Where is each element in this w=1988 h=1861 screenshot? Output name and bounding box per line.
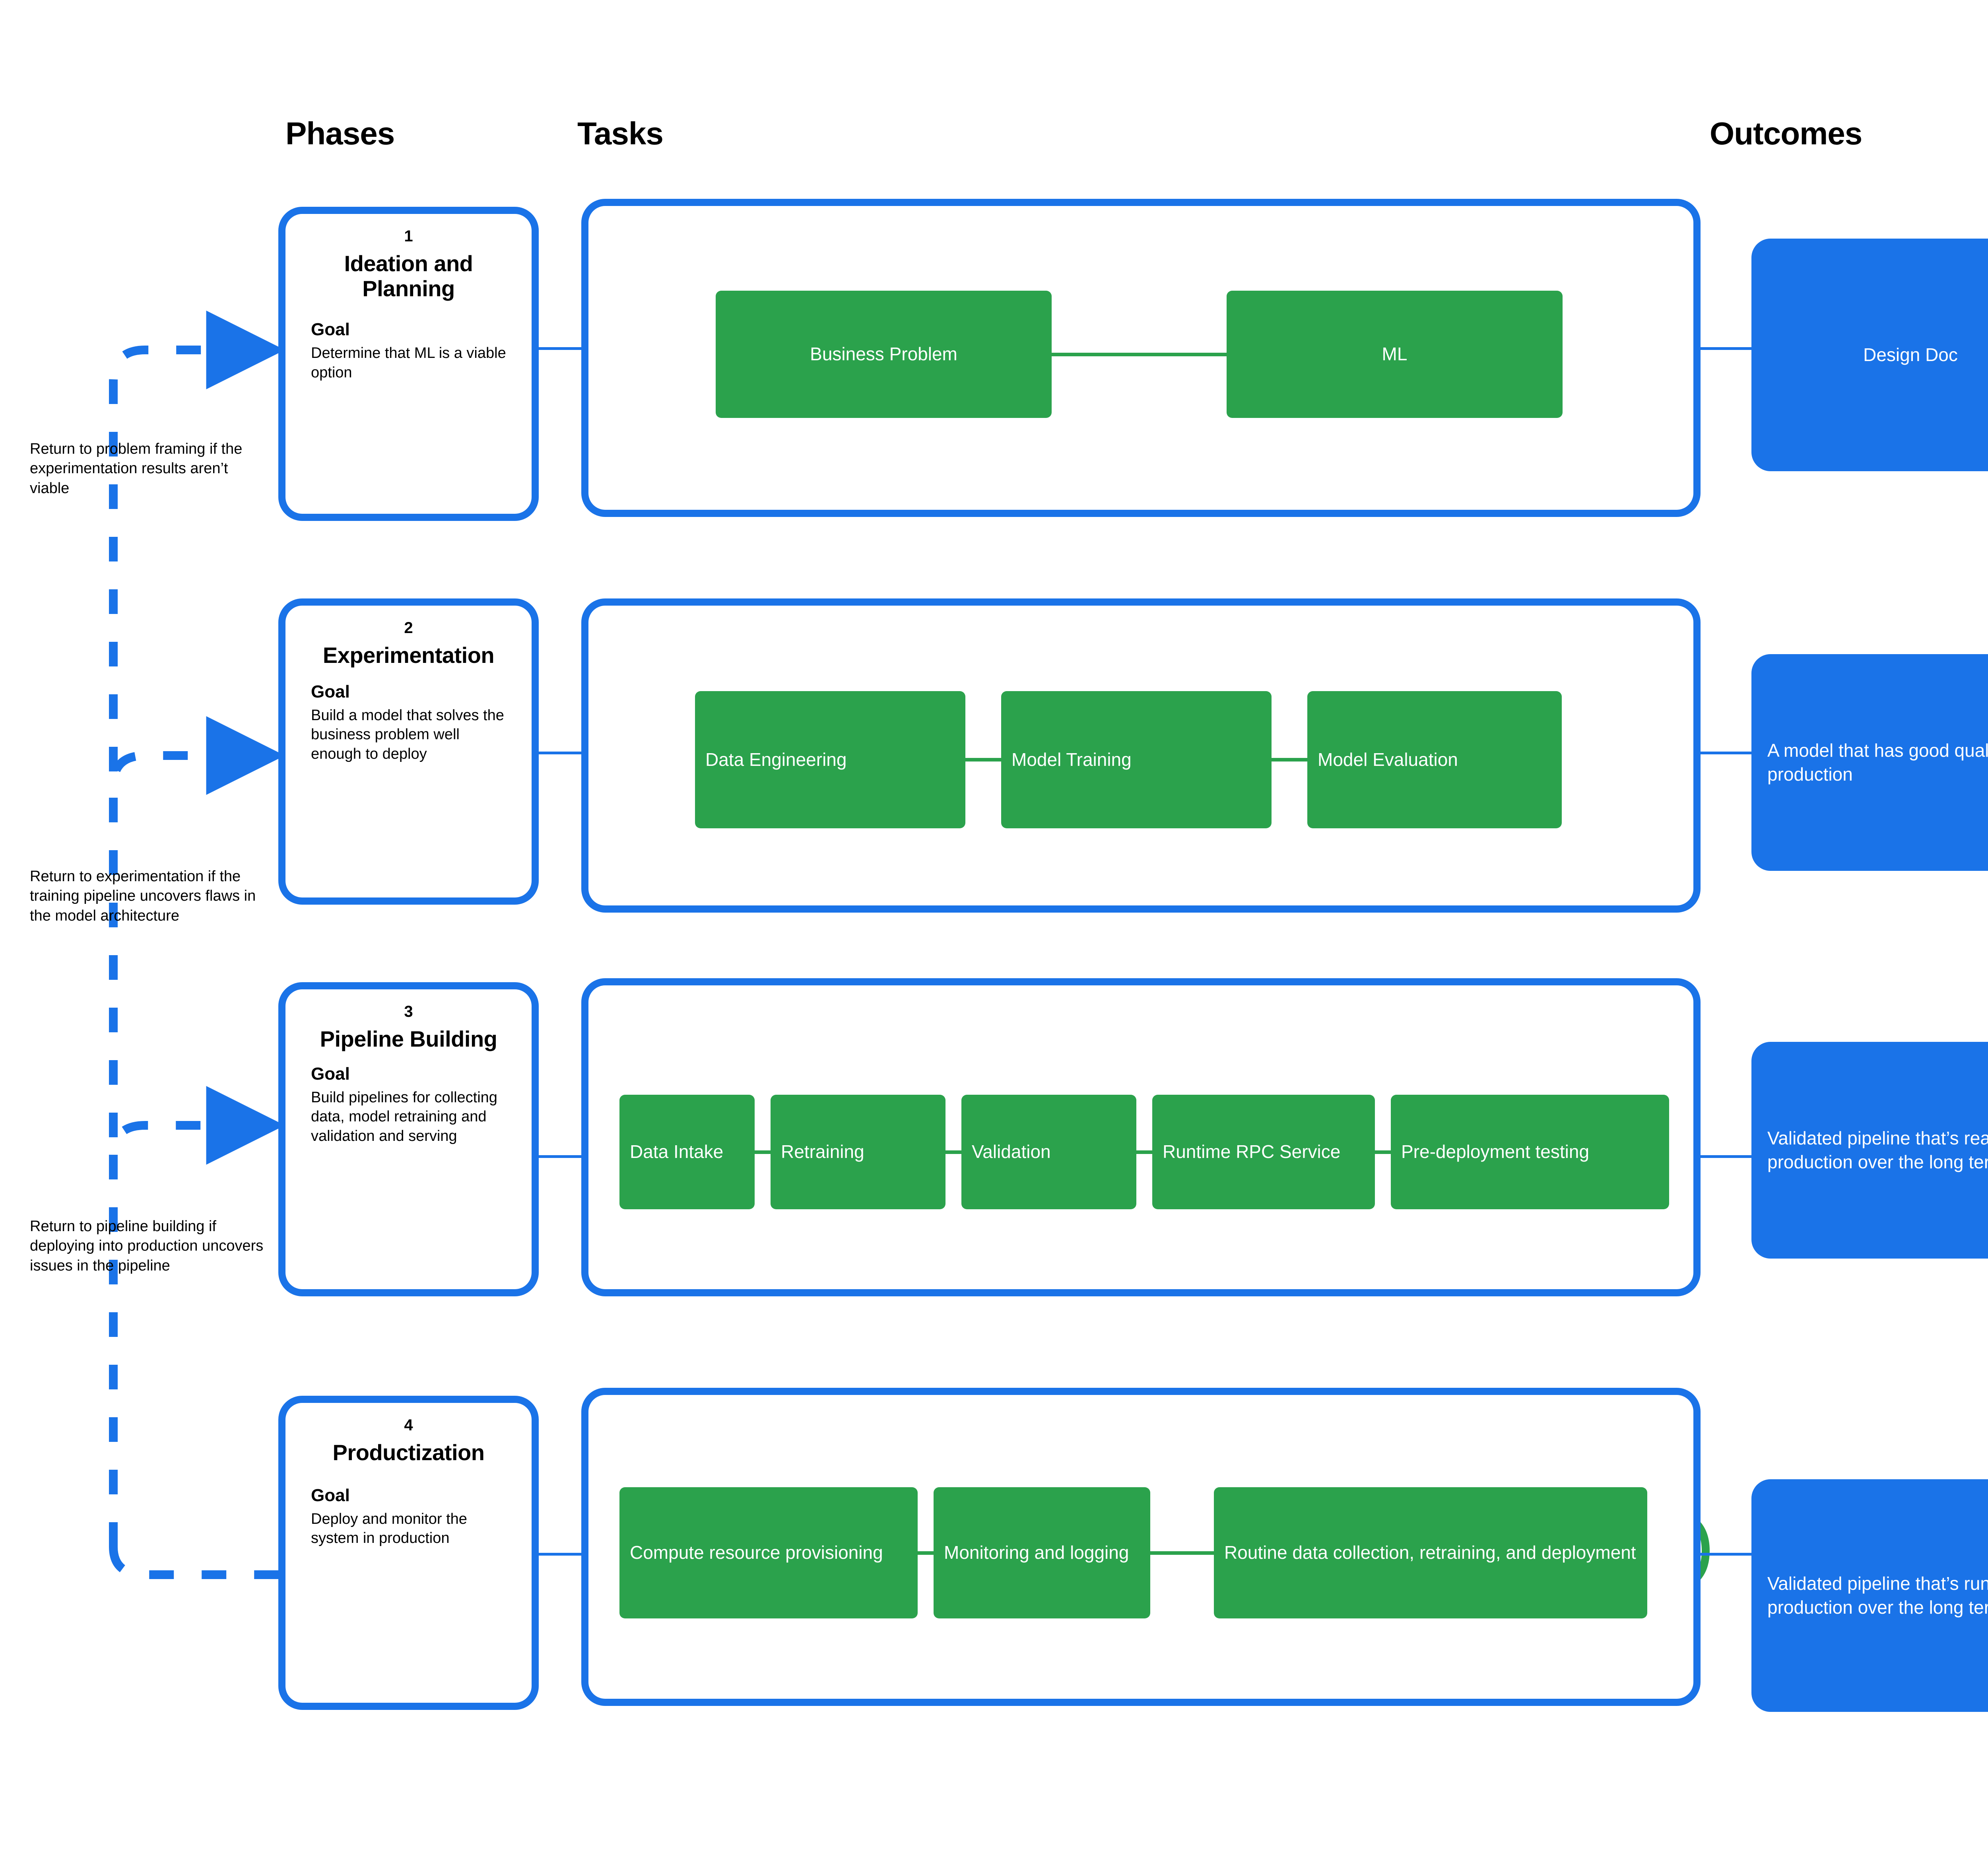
goal-text-3: Build pipelines for collecting data, mod… [311, 1089, 497, 1144]
goal-text-2: Build a model that solves the business p… [311, 707, 504, 762]
connector-tasks1-to-outcome1 [1700, 347, 1751, 350]
phase-card-4[interactable]: 4 Productization Goal Deploy and monitor… [278, 1396, 539, 1710]
task-connector-3a [755, 1150, 771, 1154]
outcome-box-1[interactable]: Design Doc [1751, 239, 1988, 471]
task-box-retraining[interactable]: Retraining [771, 1095, 945, 1209]
connector-tasks2-to-outcome2 [1700, 752, 1751, 754]
task-box-data-intake[interactable]: Data Intake [619, 1095, 755, 1209]
task-connector-2a [965, 758, 1001, 761]
task-connector-3b [945, 1150, 961, 1154]
task-box-model-training[interactable]: Model Training [1001, 691, 1272, 828]
goal-label-2: Goal [311, 682, 350, 701]
feedback-arrow-to-phase-3 [109, 1086, 285, 1547]
connector-tasks3-to-outcome3 [1700, 1155, 1751, 1158]
phase-card-2[interactable]: 2 Experimentation Goal Build a model tha… [278, 598, 539, 905]
task-connector-4b [1150, 1551, 1214, 1555]
tasks-panel-2: Data Engineering Model Training Model Ev… [581, 598, 1701, 913]
task-box-monitoring-and-logging[interactable]: Monitoring and logging [934, 1487, 1150, 1618]
outcome-box-4[interactable]: Validated pipeline that’s running in pro… [1751, 1479, 1988, 1712]
task-row-2: Data Engineering Model Training Model Ev… [695, 691, 1562, 828]
phase-goal-2: Goal Build a model that solves the busin… [301, 682, 516, 764]
outcome-box-2[interactable]: A model that has good quality for produc… [1751, 654, 1988, 871]
feedback-note-2: Return to experimentation if the trainin… [30, 868, 256, 924]
feedback-arrow-to-phase-2 [109, 716, 285, 1137]
column-header-tasks: Tasks [577, 116, 664, 151]
phase-title-1: Ideation and Planning [344, 251, 473, 301]
phase-number-2: 2 [404, 619, 413, 637]
phase-number-1: 1 [404, 227, 413, 245]
feedback-note-3: Return to pipeline building if deploying… [30, 1218, 264, 1274]
feedback-note-1: Return to problem framing if the experim… [30, 441, 243, 497]
goal-text-1: Determine that ML is a viable option [311, 345, 506, 381]
tasks-panel-1: Business Problem ML [581, 199, 1701, 517]
connector-phase3-to-tasks [539, 1155, 582, 1158]
phase-goal-1: Goal Determine that ML is a viable optio… [301, 319, 516, 382]
task-box-compute-resource-provisioning[interactable]: Compute resource provisioning [619, 1487, 918, 1618]
task-box-routine-data-collection[interactable]: Routine data collection, retraining, and… [1214, 1487, 1647, 1618]
phase-title-4: Productization [332, 1440, 485, 1465]
connector-tasks4-to-outcome4 [1700, 1553, 1751, 1556]
connector-phase4-to-tasks [539, 1553, 582, 1556]
phase-card-1[interactable]: 1 Ideation and Planning Goal Determine t… [278, 207, 539, 521]
task-box-business-problem[interactable]: Business Problem [716, 291, 1052, 418]
connector-phase1-to-tasks [539, 347, 582, 350]
phase-title-3: Pipeline Building [320, 1026, 497, 1051]
phase-goal-3: Goal Build pipelines for collecting data… [301, 1064, 516, 1146]
goal-label-3: Goal [311, 1064, 350, 1084]
outcome-box-3[interactable]: Validated pipeline that’s ready for prod… [1751, 1042, 1988, 1259]
task-box-ml[interactable]: ML [1227, 291, 1563, 418]
goal-text-4: Deploy and monitor the system in product… [311, 1510, 467, 1547]
task-box-validation[interactable]: Validation [961, 1095, 1136, 1209]
phase-number-4: 4 [404, 1416, 413, 1434]
task-connector-3d [1375, 1150, 1391, 1154]
goal-label-4: Goal [311, 1485, 350, 1505]
task-box-pre-deployment-testing[interactable]: Pre-deployment testing [1391, 1095, 1669, 1209]
feedback-source-phase-4 [109, 1546, 278, 1579]
task-connector-3c [1136, 1150, 1152, 1154]
task-row-4: Compute resource provisioning Monitoring… [619, 1487, 1647, 1618]
column-header-phases: Phases [285, 116, 395, 151]
tasks-panel-3: Data Intake Retraining Validation Runtim… [581, 978, 1701, 1296]
feedback-arrow-to-phase-1 [109, 311, 285, 771]
task-box-model-evaluation[interactable]: Model Evaluation [1307, 691, 1562, 828]
phase-goal-4: Goal Deploy and monitor the system in pr… [301, 1485, 516, 1548]
task-box-data-engineering[interactable]: Data Engineering [695, 691, 965, 828]
phase-title-2: Experimentation [322, 643, 495, 668]
task-box-runtime-rpc-service[interactable]: Runtime RPC Service [1152, 1095, 1375, 1209]
column-header-outcomes: Outcomes [1710, 116, 1862, 151]
task-row-3: Data Intake Retraining Validation Runtim… [619, 1095, 1669, 1209]
phase-number-3: 3 [404, 1003, 413, 1020]
task-row-1: Business Problem ML [716, 291, 1563, 418]
task-connector-4a [918, 1551, 934, 1555]
task-connector-2b [1272, 758, 1307, 761]
tasks-panel-4: Compute resource provisioning Monitoring… [581, 1388, 1701, 1706]
goal-label-1: Goal [311, 320, 350, 340]
phase-card-3[interactable]: 3 Pipeline Building Goal Build pipelines… [278, 982, 539, 1296]
connector-phase2-to-tasks [539, 752, 582, 754]
task-connector-1 [1052, 352, 1227, 356]
